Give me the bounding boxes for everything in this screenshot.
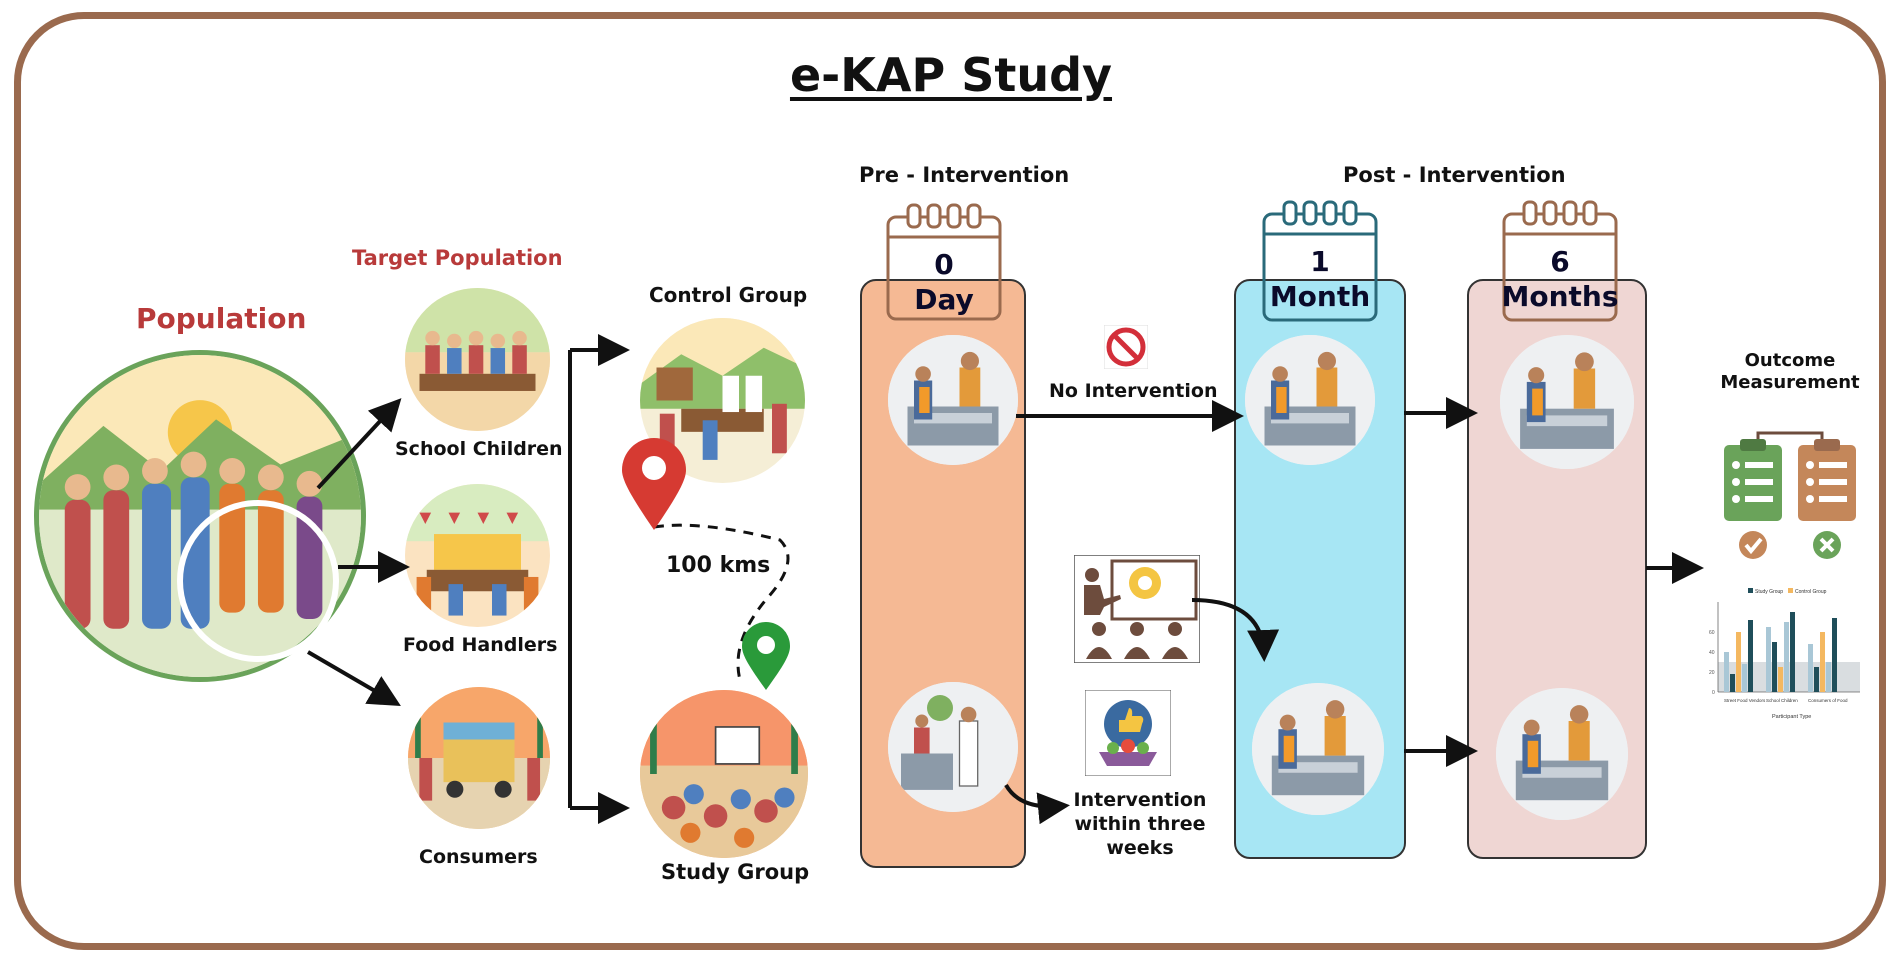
arrow-to-consumers <box>306 650 401 707</box>
clipboard-check-icon <box>1724 439 1782 559</box>
svg-text:60: 60 <box>1709 630 1715 636</box>
svg-text:Participant Type: Participant Type <box>1772 714 1811 720</box>
outcome-label-line1: Outcome <box>1744 350 1836 371</box>
mini-legend-2: Control Group <box>1795 589 1827 595</box>
population-highlight-ring <box>177 500 339 662</box>
location-pin-red-icon <box>622 438 686 530</box>
vendor-illustration-pre-control <box>888 335 1018 465</box>
calendar-icon <box>1502 200 1618 322</box>
svg-text:40: 40 <box>1709 650 1715 656</box>
target-population-label: Target Population <box>352 246 563 270</box>
study-group-label: Study Group <box>661 860 810 884</box>
calendar-icon <box>886 203 1002 321</box>
svg-text:Consumers of Food: Consumers of Food <box>1808 698 1848 703</box>
calendar-number: 1 <box>1310 245 1330 278</box>
calendar-day-0: 0 Day <box>884 203 1004 323</box>
school-children-label: School Children <box>395 438 563 460</box>
distance-dashed-path <box>653 523 790 681</box>
clipboards-group <box>1720 425 1860 565</box>
no-entry-icon <box>1103 324 1149 370</box>
vendor-illustration-pre-study <box>888 682 1018 812</box>
svg-text:School Children: School Children <box>1766 698 1798 703</box>
vendor-illustration-1m-control <box>1245 335 1375 465</box>
calendar-months-6: 6 Months <box>1500 200 1620 325</box>
page-title: e-KAP Study <box>789 48 1113 102</box>
svg-text:20: 20 <box>1709 670 1715 676</box>
classroom-icon <box>1073 554 1201 664</box>
calendar-month-1: 1 Month <box>1260 200 1380 325</box>
distance-label: 100 kms <box>666 553 771 578</box>
post-intervention-label: Post - Intervention <box>1343 163 1566 187</box>
intervention-label: Intervention within three weeks <box>1073 789 1207 859</box>
calendar-icon <box>1262 200 1378 322</box>
consumers-label: Consumers <box>419 846 538 868</box>
no-intervention-label: No Intervention <box>1049 380 1218 402</box>
arrow-intervention-to-month <box>1191 598 1280 662</box>
outcome-label-line2: Measurement <box>1720 372 1860 393</box>
calendar-number: 6 <box>1550 245 1570 278</box>
food-handlers-label: Food Handlers <box>403 634 558 656</box>
arrow-to-school-children <box>316 398 402 490</box>
arrow-to-intervention <box>1004 783 1070 825</box>
vendor-illustration-1m-study <box>1252 683 1384 815</box>
clipboard-cross-icon <box>1798 439 1856 559</box>
location-pin-green-icon <box>742 622 790 690</box>
calendar-number: 0 <box>934 248 954 281</box>
svg-text:0: 0 <box>1712 690 1715 696</box>
bar-chart-icon: Study Group Control Group 0 20 40 60 Str… <box>1700 582 1870 732</box>
svg-text:Street Food Vendors: Street Food Vendors <box>1724 698 1766 703</box>
calendar-unit: Day <box>914 283 974 316</box>
thumbs-up-food-icon <box>1084 689 1172 777</box>
control-group-label: Control Group <box>649 283 808 307</box>
pre-intervention-label: Pre - Intervention <box>859 163 1070 187</box>
population-label: Population <box>136 302 307 335</box>
vendor-illustration-6m-study <box>1496 688 1628 820</box>
mini-legend-1: Study Group <box>1755 589 1783 595</box>
calendar-unit: Month <box>1269 280 1371 313</box>
calendar-unit: Months <box>1501 280 1619 313</box>
vendor-illustration-6m-control <box>1500 335 1634 469</box>
